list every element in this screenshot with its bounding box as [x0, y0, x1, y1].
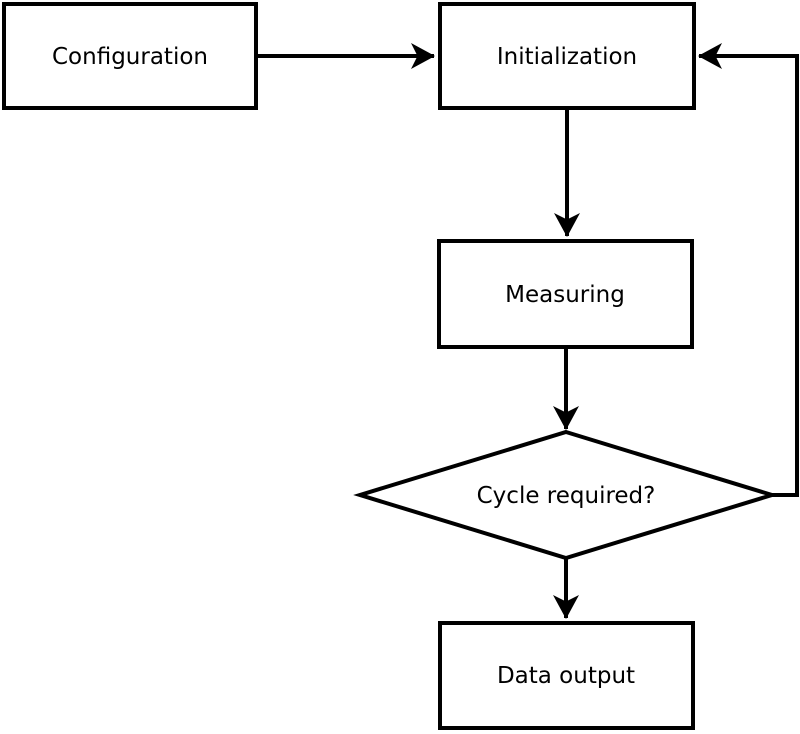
- node-cycle-required-label: Cycle required?: [477, 483, 656, 509]
- node-configuration-box: [2, 2, 258, 110]
- node-initialization-box: [438, 2, 696, 110]
- node-data-output-box: [438, 621, 695, 730]
- node-initialization: Initialization: [438, 2, 696, 110]
- node-configuration-label: Configuration: [52, 44, 208, 70]
- node-measuring-label: Measuring: [505, 282, 625, 308]
- node-cycle-required-diamond: [353, 429, 779, 561]
- node-data-output-label: Data output: [497, 663, 635, 689]
- node-configuration: Configuration: [2, 2, 258, 110]
- node-initialization-label: Initialization: [497, 44, 637, 70]
- node-data-output: Data output: [438, 621, 695, 730]
- node-cycle-required: Cycle required?: [353, 429, 779, 561]
- node-measuring: Measuring: [437, 239, 694, 349]
- edge-cycle-required-to-initialization-feedback: [698, 43, 799, 497]
- node-measuring-box: [437, 239, 694, 349]
